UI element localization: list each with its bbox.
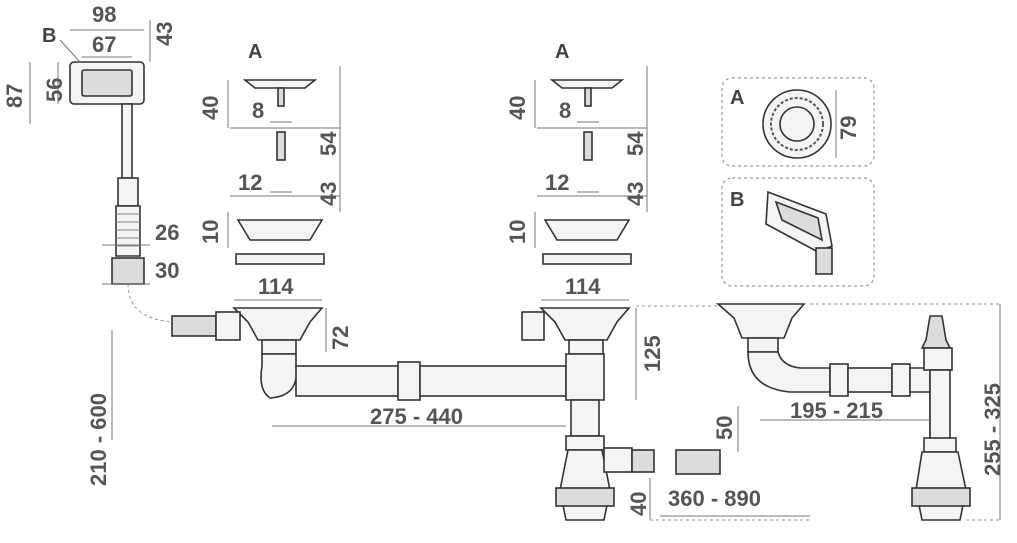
plug-stem-1	[277, 87, 285, 107]
overflow-cover-inner	[81, 69, 133, 97]
strainer-1	[236, 219, 324, 241]
detail-a-box	[721, 77, 875, 167]
label-a-1: A	[248, 41, 262, 63]
overflow-inlet-1-body	[215, 311, 241, 341]
connecting-pipe-b	[419, 365, 567, 397]
screw-width-2-label: 12	[545, 170, 569, 195]
screw-width-1-label: 12	[238, 170, 262, 195]
overflow-width-label: 98	[92, 2, 116, 27]
detail-b-box	[721, 177, 875, 287]
overflow-depth-label: 43	[152, 22, 177, 46]
trap-height-label: 255 - 325	[980, 383, 1005, 476]
alt-spacing-label: 195 - 215	[790, 398, 883, 423]
vent-body-3	[923, 347, 953, 371]
drain-nut-3	[747, 337, 779, 353]
overflow-inlet-2	[521, 311, 545, 341]
tee-2	[565, 353, 605, 401]
outlet-height-label: 40	[626, 492, 651, 516]
drain-bowl-3	[715, 303, 806, 339]
plug-column-1	[227, 66, 341, 265]
label-a-detail: A	[730, 87, 744, 109]
overflow-hose-connector-label: 30	[155, 258, 179, 283]
outlet-nut	[631, 449, 655, 473]
overflow-hose-length-label: 210 - 600	[86, 393, 111, 486]
vent-3	[920, 315, 952, 349]
trap-riser	[570, 399, 600, 437]
main-drain-assembly	[171, 299, 810, 521]
overflow-inner-width-label: 67	[92, 32, 116, 57]
detail-b-outlet	[815, 247, 833, 275]
outlet-offset-label: 50	[712, 416, 737, 440]
strainer-2	[543, 219, 631, 241]
screw-1	[276, 131, 286, 161]
trap-nut	[565, 435, 605, 451]
drain-depth-1-label: 72	[328, 326, 353, 350]
trap-nut-3	[923, 437, 957, 453]
overflow-tube-joint	[117, 177, 139, 207]
washer-2	[542, 253, 632, 265]
overflow-hose-path	[127, 283, 176, 323]
bottle-trap	[559, 449, 611, 521]
label-a-2: A	[555, 41, 569, 63]
drain-nut-2	[568, 339, 604, 355]
outlet-length-label: 360 - 890	[668, 486, 761, 511]
overflow-inner-height-label: 56	[42, 78, 67, 102]
elbow-3	[747, 351, 831, 393]
label-b-overflow: B	[42, 25, 56, 47]
drain-nut-1	[261, 339, 297, 355]
drain-bowl-2	[539, 307, 631, 341]
drain-width-1-label: 114	[258, 274, 294, 299]
label-b-detail: B	[730, 189, 744, 211]
bottle-trap-ring-3	[911, 487, 971, 507]
overflow-tube	[121, 103, 133, 179]
coupling-3b	[891, 363, 911, 397]
detail-a-diameter-label: 79	[836, 116, 861, 140]
overflow-hose-connector	[111, 257, 145, 285]
strainer-height-2-label: 10	[505, 220, 530, 244]
screw-length-2-label: 43	[623, 182, 648, 206]
plug-height-2-label: 40	[505, 96, 530, 120]
screw-length-1-label: 43	[316, 182, 341, 206]
overflow-hose-outer-label: 26	[155, 220, 179, 245]
coupling-3	[829, 363, 849, 397]
overflow-inlet-1	[171, 315, 217, 337]
screw-2	[583, 131, 593, 161]
plug-total-2-label: 54	[623, 131, 648, 156]
overflow-hose	[115, 205, 141, 257]
plug-cap-2	[549, 79, 625, 89]
alternate-drain-assembly	[715, 303, 1001, 521]
plug-column-2	[534, 66, 648, 265]
drain-bowl-1	[232, 307, 324, 341]
bottle-trap-ring	[555, 487, 615, 507]
drain-width-2-label: 114	[565, 274, 601, 299]
washer-1	[235, 253, 325, 265]
vent-pipe-3	[929, 369, 951, 441]
plug-height-1-label: 40	[198, 96, 223, 120]
connecting-pipe-a	[295, 365, 399, 397]
bowl-spacing-label: 275 - 440	[370, 404, 463, 429]
strainer-height-1-label: 10	[198, 220, 223, 244]
outlet-elbow	[603, 447, 633, 473]
bottle-trap-3	[915, 451, 967, 521]
pipe-coupling	[397, 361, 421, 401]
drain-to-pipe-label: 125	[640, 335, 665, 372]
plug-stem-2-label: 8	[559, 98, 571, 123]
overflow-assembly	[29, 20, 176, 440]
plug-total-1-label: 54	[316, 131, 341, 156]
plug-stem-1-label: 8	[252, 98, 264, 123]
pipe-3	[847, 367, 893, 393]
plug-stem-2	[584, 87, 592, 107]
overflow-height-label: 87	[2, 84, 27, 108]
overflow-hose-ribs	[116, 213, 140, 247]
outlet-adapter	[675, 449, 721, 475]
plug-cap-1	[242, 79, 318, 89]
elbow-1	[260, 353, 298, 399]
